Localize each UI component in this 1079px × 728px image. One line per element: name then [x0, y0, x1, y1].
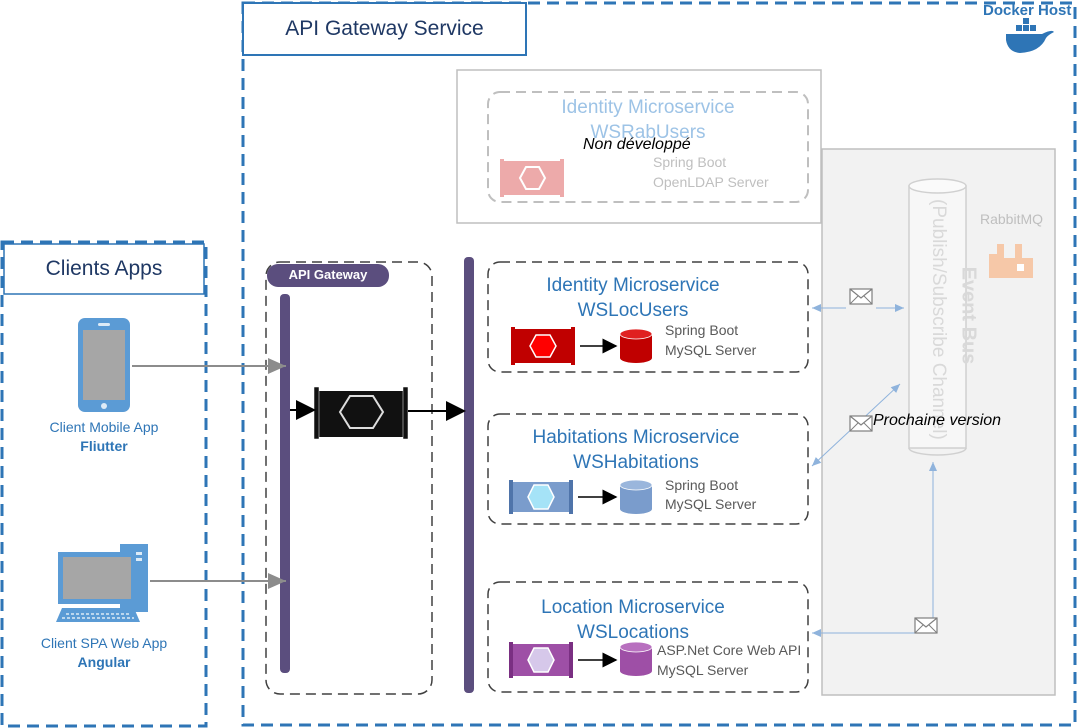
clients-boundary: [0, 240, 208, 728]
clients-title-box: [3, 243, 205, 295]
service-tech-loc-users: Spring Boot: [665, 322, 739, 338]
next-version-note: Prochaine version: [873, 412, 1002, 429]
service-box-locations: [487, 581, 809, 693]
api-gateway-badge-bg: [267, 264, 389, 287]
api-gateway-badge: API Gateway: [288, 267, 368, 282]
service-icon-locations: [509, 642, 573, 678]
rabbitmq-icon: [989, 244, 1033, 278]
desktop-computer-icon: [56, 544, 148, 622]
service-box-loc-users: [487, 261, 809, 373]
database-icon-habitations: [619, 479, 653, 514]
docker-whale-icon: [1006, 18, 1054, 53]
service-tech-rab-users: Spring Boot: [653, 154, 727, 170]
gateway-output-bar: [464, 257, 474, 693]
event-bus-title: Event Bus: [957, 266, 980, 365]
service-tech-habitations: Spring Boot: [665, 477, 739, 493]
service-box-rab-users: [487, 91, 809, 203]
smartphone-icon: [78, 318, 130, 412]
api-gateway-box: [265, 261, 433, 695]
service-icon-loc-users: [511, 327, 575, 365]
envelope-icon: [849, 288, 873, 305]
service-icon-habitations: [509, 480, 573, 514]
service-name-loc-users: WSLocUsers: [577, 300, 689, 321]
event-bus-cylinder: [908, 178, 967, 456]
spa-client-label: Client SPA Web App: [40, 635, 168, 651]
gateway-input-bar: [280, 294, 290, 673]
service-icon-rab-users: [500, 159, 564, 197]
database-icon-locations: [619, 641, 653, 676]
non-developed-note: Non développé: [583, 136, 691, 153]
clients-title: Clients Apps: [45, 257, 163, 280]
service-db-loc-users: MySQL Server: [665, 342, 757, 358]
database-icon-loc-users: [619, 328, 653, 363]
envelope-icon: [849, 415, 873, 432]
gateway-service-title: API Gateway Service: [285, 17, 484, 40]
docker-host-label: Docker Host: [983, 2, 1072, 19]
service-name-locations: WSLocations: [577, 622, 689, 643]
gateway-service-boundary: [241, 1, 1077, 727]
spa-client-tech: Angular: [77, 654, 131, 670]
mobile-client-label: Client Mobile App: [49, 419, 159, 435]
gateway-hexagon-icon: [313, 386, 409, 440]
service-box-habitations: [487, 413, 809, 525]
service-db-habitations: MySQL Server: [665, 496, 757, 512]
envelope-icon: [914, 617, 938, 634]
rabbitmq-label: RabbitMQ: [980, 211, 1044, 227]
non-developed-container: [456, 69, 822, 224]
service-db-rab-users: OpenLDAP Server: [653, 174, 769, 190]
service-title-rab-users: Identity Microservice: [561, 97, 735, 118]
service-tech-locations: ASP.Net Core Web API: [657, 642, 802, 658]
mobile-client-tech: Fliutter: [80, 438, 128, 454]
service-name-rab-users: WSRabUsers: [590, 122, 706, 143]
service-title-locations: Location Microservice: [541, 597, 725, 618]
service-name-habitations: WSHabitations: [573, 452, 699, 473]
event-bus-subtitle: (Publish/Subscribe Channel): [928, 199, 949, 440]
service-title-habitations: Habitations Microservice: [532, 427, 740, 448]
service-title-loc-users: Identity Microservice: [546, 275, 720, 296]
gateway-service-title-box: [242, 2, 527, 56]
service-db-locations: MySQL Server: [657, 662, 749, 678]
